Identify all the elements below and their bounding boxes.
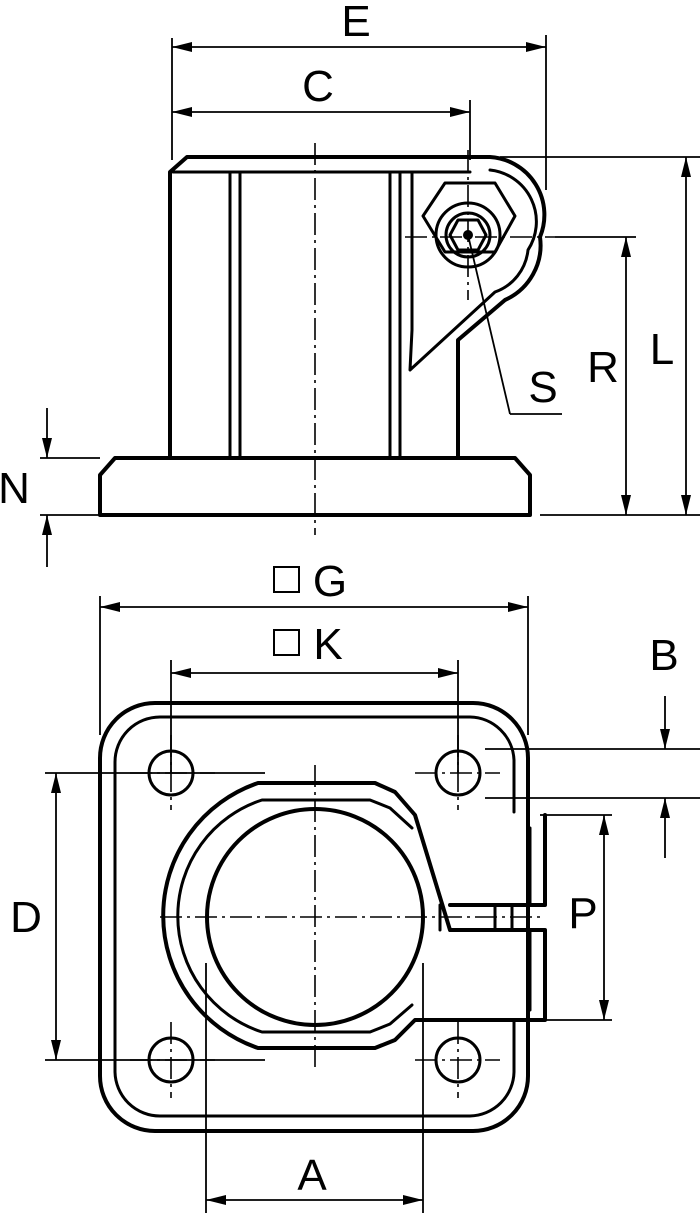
- dimension-g: G: [99, 557, 529, 735]
- side-view: [98, 143, 555, 535]
- hex-socket: [448, 218, 488, 252]
- top-view: [98, 701, 547, 1133]
- side-body-outline: [168, 155, 547, 460]
- dimension-r: R: [555, 236, 636, 515]
- label-s: S: [528, 363, 557, 412]
- square-symbol-g: [273, 566, 300, 593]
- dimension-n: N: [0, 408, 100, 567]
- square-symbol-k: [273, 629, 300, 656]
- label-p: P: [568, 889, 597, 938]
- label-b: B: [649, 631, 678, 680]
- leader-s: S: [467, 234, 562, 415]
- label-l: L: [650, 325, 674, 374]
- label-k: K: [313, 620, 342, 669]
- label-n: N: [0, 464, 30, 513]
- label-g: G: [313, 557, 347, 606]
- dimension-p: P: [540, 814, 612, 1021]
- clamp-body-outer: [161, 781, 547, 1050]
- side-clamp-inner: [408, 168, 538, 372]
- label-c: C: [302, 62, 334, 111]
- base-plate-inner: [113, 715, 516, 1118]
- side-base-flange: [98, 456, 532, 517]
- dimension-l: L: [500, 156, 700, 516]
- dimension-b: B: [485, 631, 700, 858]
- label-d: D: [10, 893, 42, 942]
- dimension-d: D: [10, 772, 265, 1061]
- dimension-a: A: [205, 963, 424, 1213]
- clamp-body-inner: [176, 798, 532, 1034]
- dimension-e: E: [171, 0, 547, 190]
- label-r: R: [587, 343, 619, 392]
- dimension-k: K: [170, 620, 459, 773]
- dimension-c: C: [172, 62, 471, 160]
- label-e: E: [341, 0, 370, 46]
- label-a: A: [297, 1151, 327, 1200]
